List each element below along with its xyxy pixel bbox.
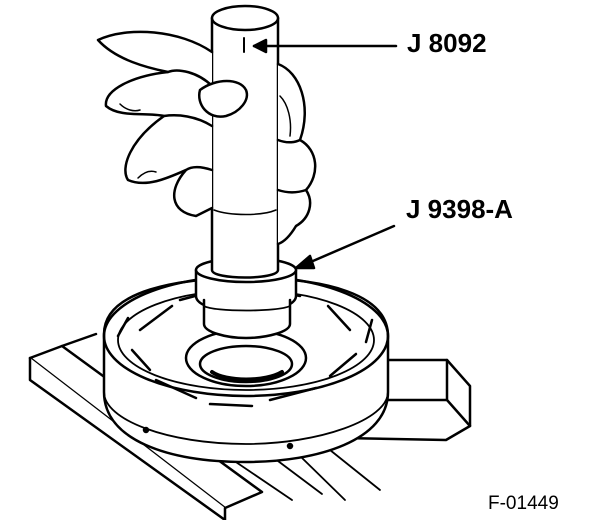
callout-leader-j9398a <box>294 224 396 270</box>
callout-label-j8092: J 8092 <box>407 28 487 58</box>
bushing-bore <box>184 328 308 388</box>
callout-leader-j8092 <box>243 37 398 54</box>
callout-label-j9398a: J 9398-A <box>406 194 513 224</box>
hand-illustration <box>96 30 317 246</box>
figure-number: F-01449 <box>488 493 559 514</box>
